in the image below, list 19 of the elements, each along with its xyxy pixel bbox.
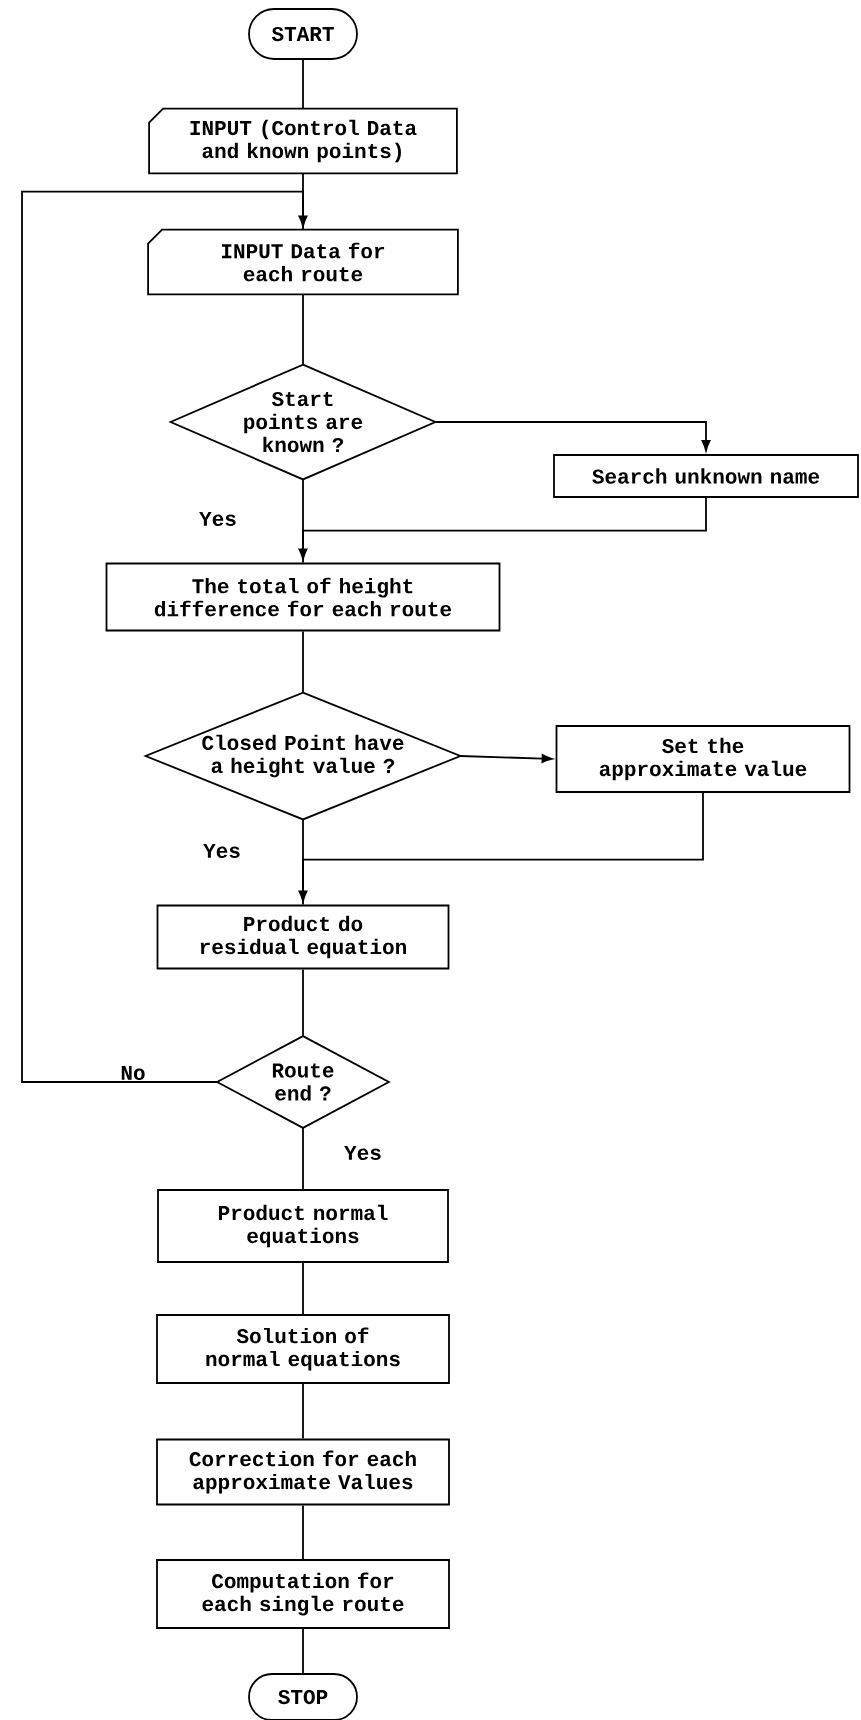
edge-label: Yes (202, 843, 242, 860)
process-box: Search unknown name (553, 454, 859, 498)
process-box: Computation for each single route (156, 1559, 450, 1629)
input-card: INPUT Data for each route (147, 228, 459, 296)
process-box: Correction for each approximate Values (156, 1438, 450, 1506)
input-card: INPUT (Control Data and known points) (148, 107, 458, 175)
arrow (434, 421, 711, 452)
process-box: Product do residual equation (156, 904, 450, 970)
arrow (298, 497, 707, 560)
arrow (21, 190, 308, 1083)
process-box: The total of height difference for each route (105, 562, 501, 632)
process-box: Solution of normal equations (156, 1314, 450, 1384)
process-box: Set the approximate value (555, 725, 851, 793)
edge-label: No (119, 1065, 147, 1082)
process-box: Product normal equations (157, 1189, 449, 1263)
edge-label: Yes (343, 1145, 383, 1162)
edge-label: Yes (198, 511, 238, 528)
arrow (459, 754, 553, 763)
arrow (298, 792, 704, 902)
